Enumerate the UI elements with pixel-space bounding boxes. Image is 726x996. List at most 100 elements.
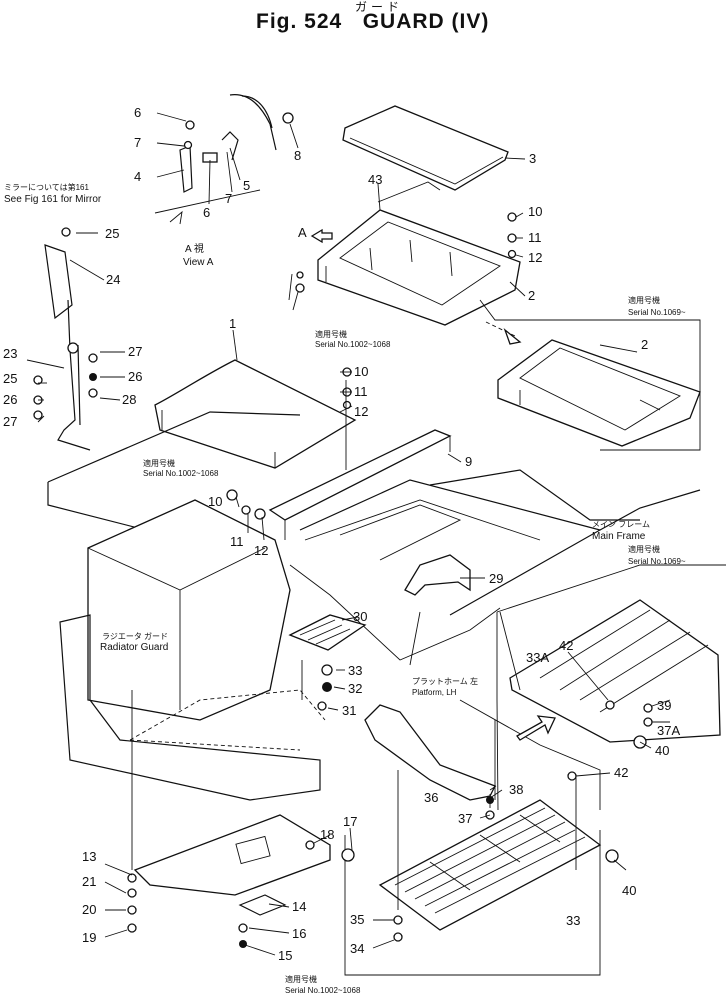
part-33a-inset-outline: [496, 564, 726, 811]
figure-name: GUARD (IV): [362, 10, 490, 33]
callout-30: 31: [342, 703, 356, 718]
callout-12a: 12: [528, 250, 542, 265]
callout-5: 5: [243, 178, 250, 193]
serial-note-5-jp: 適用号機: [285, 974, 317, 984]
callout-37a: 37A: [657, 723, 680, 738]
callout-14: 14: [292, 899, 306, 914]
callout-8: 8: [294, 148, 301, 163]
platform-label: Platform, LH: [412, 688, 457, 697]
leader-lines: [26, 112, 671, 956]
callout-39b: 40: [655, 743, 669, 758]
arrow-a-label: A: [298, 225, 307, 240]
callout-38b: 39: [657, 698, 671, 713]
callout-26b: 27: [128, 344, 142, 359]
callout-11c: 11: [230, 534, 244, 549]
callout-22: 23: [3, 346, 17, 361]
part-22-mirror-stay-outline: [44, 244, 91, 451]
part-2-inset-frame-outline: [479, 299, 701, 451]
callout-12c: 12: [254, 543, 268, 558]
serial-note-1: Serial No.1002~1068: [315, 340, 391, 349]
callout-40a: 42: [614, 765, 628, 780]
figure-title-kana: ガード: [355, 0, 404, 14]
callout-19: 19: [82, 930, 96, 945]
platform-jp-label: プラットホーム 左: [412, 676, 478, 686]
callout-37: 37: [458, 811, 472, 826]
part-9-rail-outline: [268, 429, 452, 540]
callout-38: 38: [509, 782, 523, 797]
callout-28: 29: [489, 571, 503, 586]
callout-24a: 25: [105, 226, 119, 241]
callout-11b: 11: [354, 384, 368, 399]
callout-11a: 11: [528, 230, 542, 245]
view-a-label: View A: [183, 257, 214, 268]
fastener-hardware: [33, 140, 653, 948]
serial-note-3: Serial No.1002~1068: [143, 469, 219, 478]
callout-29: 30: [353, 609, 367, 624]
main-frame-outline: [47, 411, 701, 661]
callout-35: 35: [350, 912, 364, 927]
callout-32: 33: [348, 663, 362, 678]
callout-2b: 2: [641, 337, 648, 352]
serial-note-2-jp: 適用号機: [628, 295, 660, 305]
callout-40b: 42: [559, 638, 573, 653]
callout-10a: 10: [528, 204, 542, 219]
callout-23: 24: [106, 272, 120, 287]
callout-20: 20: [82, 902, 96, 917]
callout-39a: 40: [622, 883, 636, 898]
serial-note-4-jp: 適用号機: [628, 544, 660, 554]
callout-13: 13: [82, 849, 96, 864]
callout-labels: 6 7 4 5 6 7 8 3 43 10 11 12 2 1 2 10 11 …: [3, 105, 680, 963]
figure-title: Fig. 524 GUARD (IV): [256, 10, 489, 34]
callout-34: 34: [350, 941, 364, 956]
part-28-bracket-outline: [404, 554, 471, 596]
callout-25a: 26: [3, 392, 17, 407]
callout-3: 3: [529, 151, 536, 166]
callout-17: 17: [343, 814, 357, 829]
callout-24b: 25: [3, 371, 17, 386]
serial-note-5: Serial No.1002~1068: [285, 986, 361, 995]
diagram-notes: A 視 View A A ミラーについては第161 See Fig 161 fo…: [4, 182, 686, 995]
callout-31: 32: [348, 681, 362, 696]
callout-27: 28: [122, 392, 136, 407]
callout-12b: 12: [354, 404, 368, 419]
callout-18: 18: [320, 827, 334, 842]
radiator-guard-outline: [59, 499, 326, 801]
part-3-top-cover-outline: [342, 105, 509, 191]
callout-7b: 7: [225, 191, 232, 206]
callout-10b: 10: [354, 364, 368, 379]
serial-note-4: Serial No.1069~: [628, 557, 686, 566]
callout-16: 16: [292, 926, 306, 941]
callout-36: 36: [424, 790, 438, 805]
radiator-guard-jp-label: ラジエータ ガード: [102, 631, 168, 641]
callout-1: 1: [229, 316, 236, 331]
main-frame-label: Main Frame: [592, 531, 646, 542]
part-13-bottom-plate-outline: [133, 814, 331, 916]
mirror-note-jp: ミラーについては第161: [4, 182, 89, 192]
figure-number: Fig. 524: [256, 10, 343, 33]
callout-7a: 7: [134, 135, 141, 150]
callout-26a: 27: [3, 414, 17, 429]
callout-21: 21: [82, 874, 96, 889]
figure-title-block: ガード Fig. 524 GUARD (IV): [0, 0, 726, 40]
callout-33a: 33A: [526, 650, 549, 665]
callout-9: 9: [465, 454, 472, 469]
part-2-frame-outline: [317, 181, 521, 326]
callout-10c: 10: [208, 494, 222, 509]
lower-inset-frame-outline: [344, 699, 601, 976]
part-29-plate-outline: [288, 614, 367, 651]
view-a-detail-outline: [154, 94, 294, 225]
callout-6a: 6: [134, 105, 141, 120]
serial-note-1-jp: 適用号機: [315, 329, 347, 339]
callout-25b: 26: [128, 369, 142, 384]
radiator-guard-label: Radiator Guard: [100, 642, 168, 653]
callout-4: 4: [134, 169, 141, 184]
mirror-note: See Fig 161 for Mirror: [4, 194, 102, 205]
callout-41: 43: [368, 172, 382, 187]
part-36-step-bracket-outline: [364, 704, 496, 801]
callout-2a: 2: [528, 288, 535, 303]
direction-arrows: [310, 228, 556, 741]
view-a-jp-label: A 視: [185, 242, 204, 255]
serial-note-2: Serial No.1069~: [628, 308, 686, 317]
main-frame-jp-label: メイン フレーム: [592, 520, 650, 529]
